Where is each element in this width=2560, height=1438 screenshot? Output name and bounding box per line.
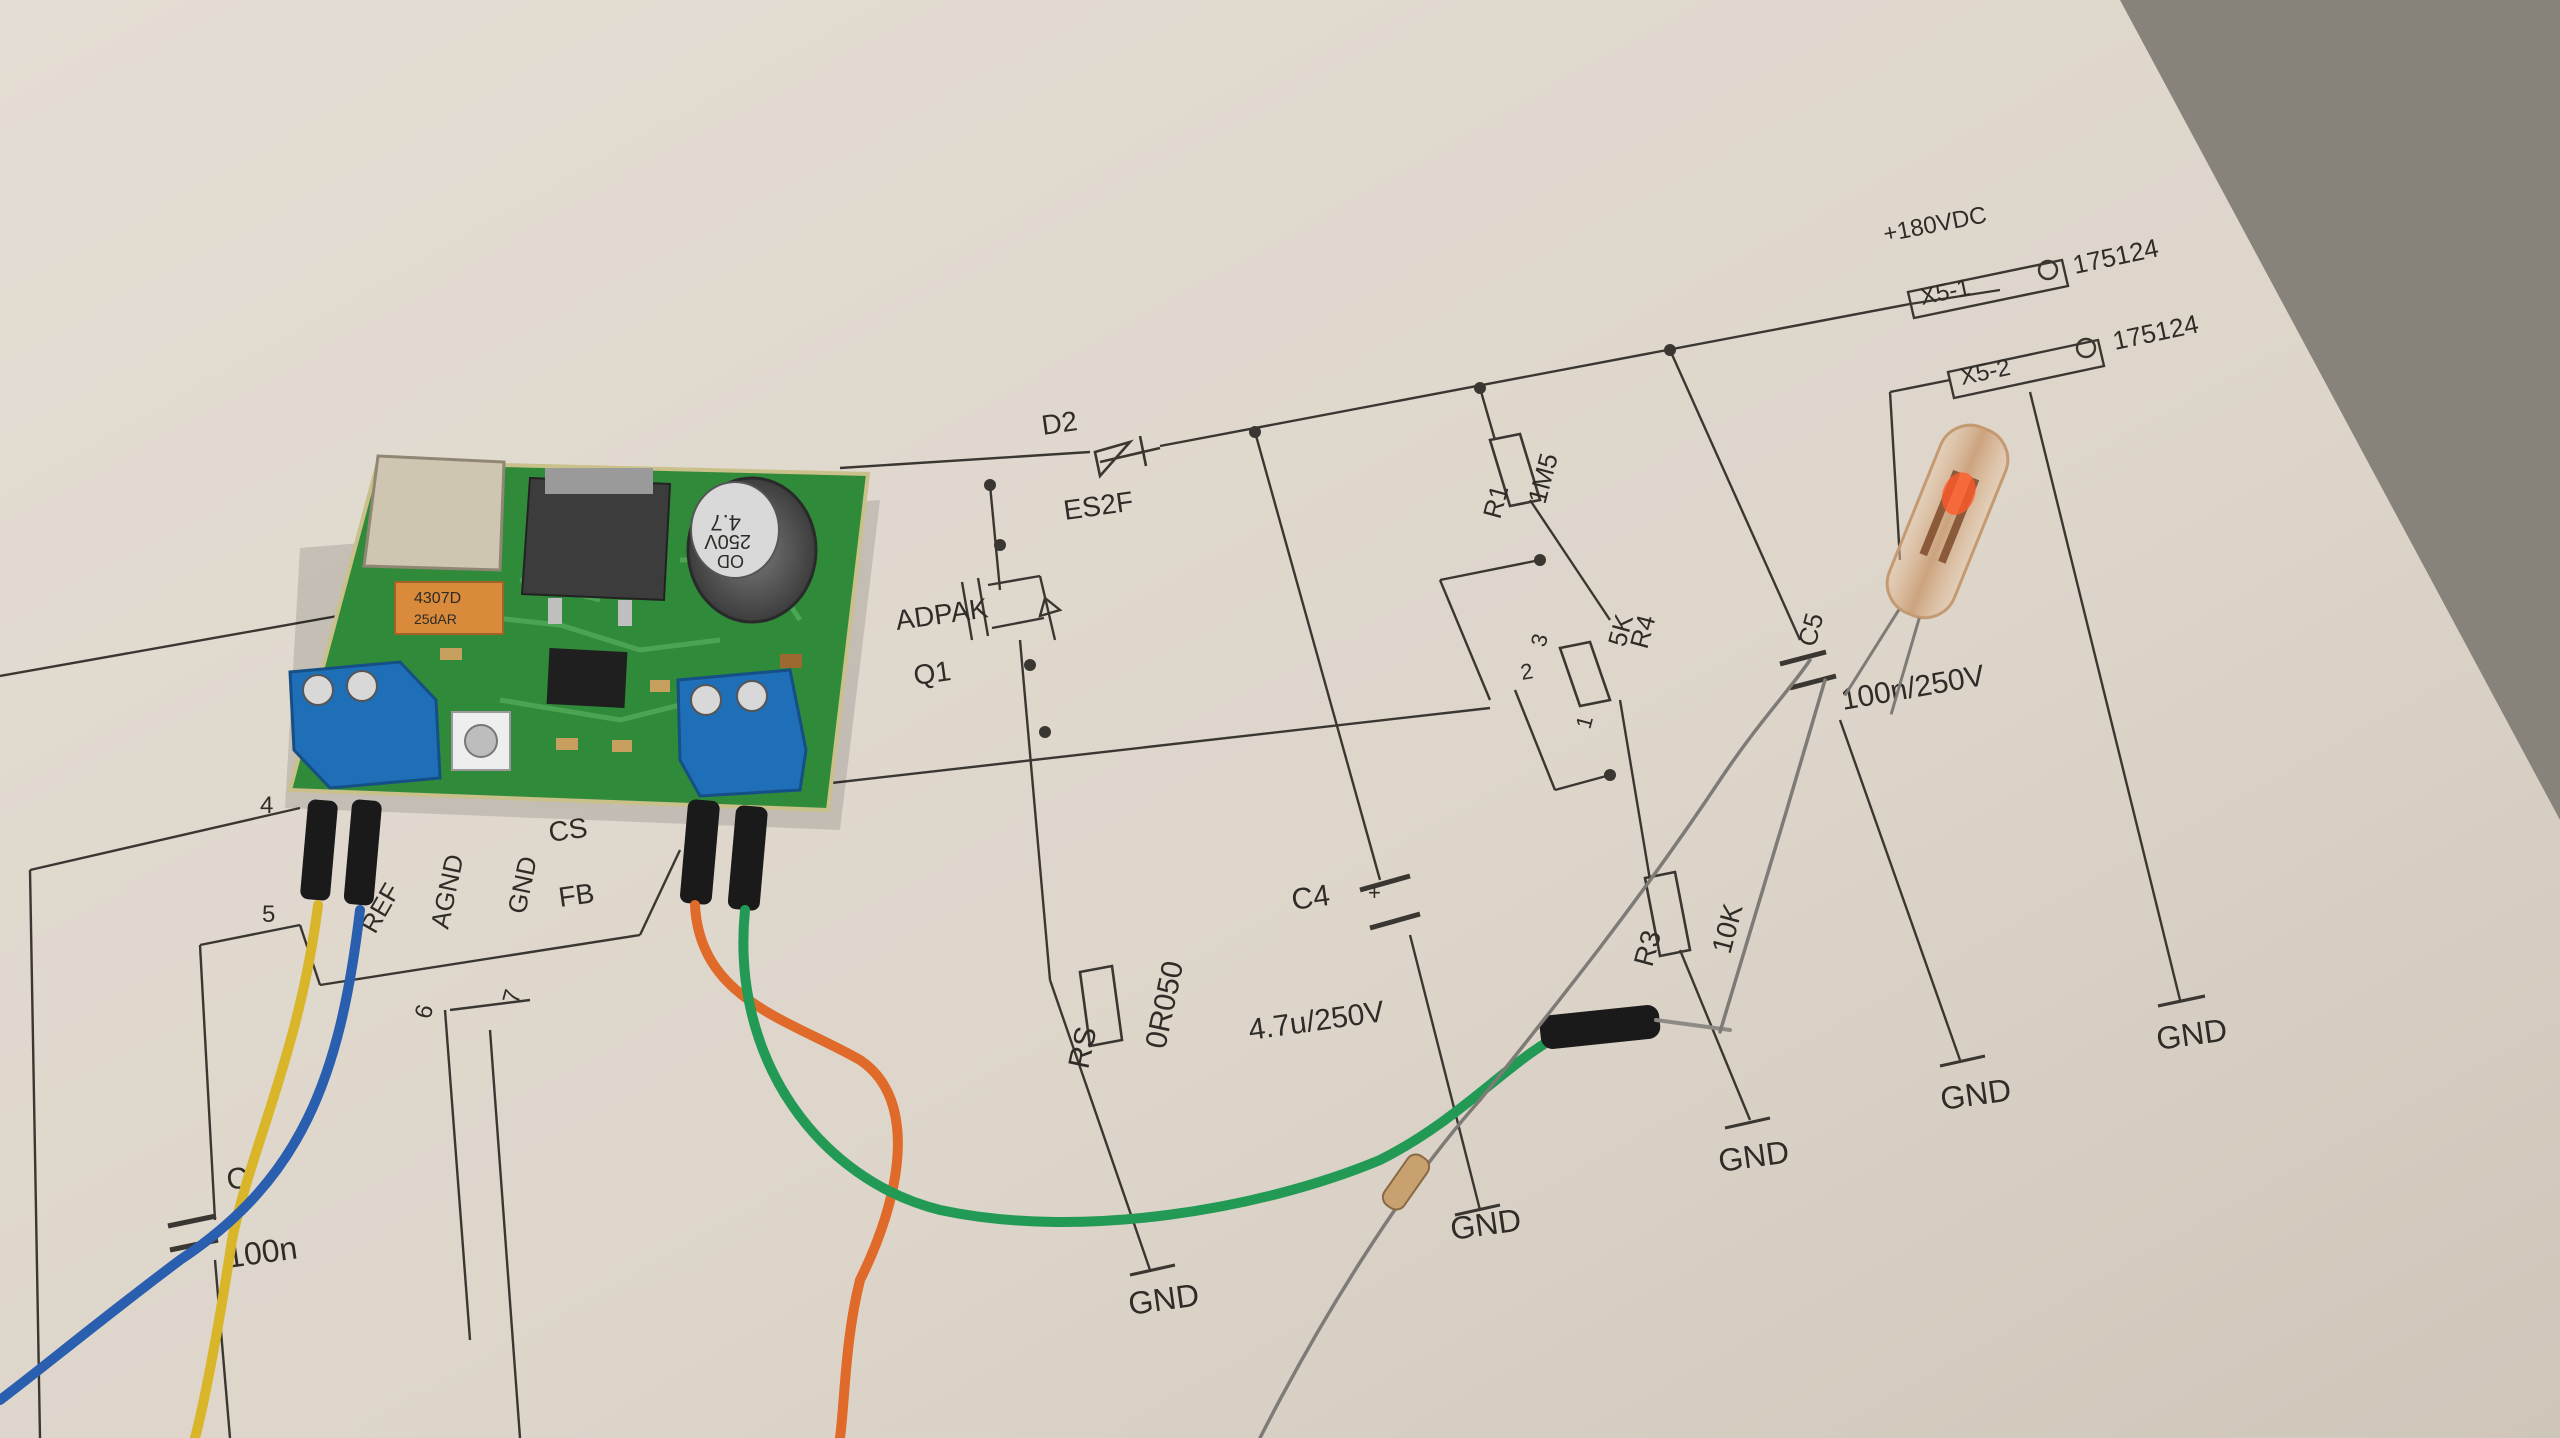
jumper-pin-tip [1654,1018,1732,1032]
capacitor-left-plate-1 [167,1213,217,1229]
ic-label-fb: FB [557,877,597,913]
dpak-tab [545,468,653,494]
resistor-r1-body [1488,432,1542,508]
wire-green [738,905,1565,1227]
mosfet-q1-symbol [960,574,1063,641]
wire-blue [0,905,365,1405]
dpak-legs [548,598,632,626]
bulb-lead-left [1843,608,1901,697]
component-lead-1 [1258,658,1812,1438]
ic-pin-4: 4 [260,792,273,819]
cap-marking-3: OD [717,551,744,571]
sleeve-yellow [300,799,338,901]
pcb-module: 4307D 25dAR 4.7 250V OD [285,454,880,830]
tantalum-marking-1: 4307D [414,590,461,607]
resistor-rs-body [1078,964,1124,1048]
schematic-lines [0,288,2182,1438]
cap-marking-1: 4.7 [710,510,741,535]
bulb-lead-right [1889,617,1921,715]
tantalum-capacitor [394,581,504,635]
resistor-r3-body [1643,870,1692,958]
terminal-screw-left-2[interactable] [346,670,378,702]
wires [0,658,1827,1438]
component-lead-2 [1718,678,1827,1034]
connector-x5-2 [1946,337,2106,400]
capacitor-c5-plate-2 [1789,673,1837,691]
capacitor-c5-plate-1 [1779,649,1827,667]
sleeve-orange [680,799,720,905]
controller-ic [546,647,628,709]
lead-resistor [1381,1153,1431,1211]
terminal-screw-right-1[interactable] [690,684,722,716]
tantalum-marking-2: 25dAR [414,611,457,627]
pot-r4-body [1558,640,1612,708]
connector-x5-1 [1906,258,2070,320]
smd-components [440,648,802,752]
bulb-glow [1941,472,1976,515]
dpak-mosfet [520,476,672,602]
terminal-screw-left-1[interactable] [302,674,334,706]
terminal-screw-right-2[interactable] [736,680,768,712]
capacitor-c4-ref: C4 [1289,879,1332,917]
electrolytic-capacitor-top [690,481,780,579]
bulb-glass [1885,423,2010,620]
ground-symbols [1129,994,2206,1277]
jumper-pin-housing [1539,1005,1661,1049]
trim-pot-screw[interactable] [464,724,498,758]
input-terminal-block [288,660,442,790]
output-terminal-block [676,668,808,798]
sleeve-blue [343,799,382,906]
trim-potentiometer[interactable] [451,711,511,771]
capacitor-c4-plate-1 [1359,873,1411,893]
ic-label-cs: CS [547,812,590,848]
ic-pin-5: 5 [262,901,275,928]
cap-marking-2: 250V [704,530,751,552]
wire-yellow [190,900,323,1438]
diode-ref: D2 [1040,405,1080,441]
diode-d2-symbol [1093,435,1161,479]
pot-r4-pin-2: 2 [1519,658,1535,685]
mosfet-ref: Q1 [912,655,953,691]
inductor [362,454,506,572]
neon-bulb [1843,423,2010,715]
capacitor-c4-plus: + [1368,880,1381,905]
capacitor-c4-plate-2 [1369,911,1421,931]
sleeve-green [727,805,768,911]
resistor-symbols [1078,432,1692,1048]
